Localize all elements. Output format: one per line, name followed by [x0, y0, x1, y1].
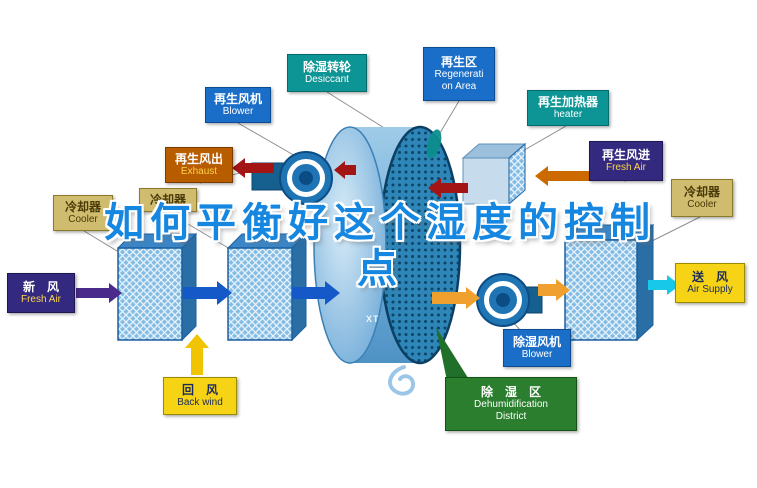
dehumid-district-label-zh: 除 湿 区 [480, 384, 541, 399]
regen-arrow-rotor-to-fan [334, 161, 356, 179]
cooler-right-label: 冷却器 Cooler [671, 179, 733, 217]
dehumid-district-label-en1: Dehumidification [474, 399, 548, 411]
flow-arrows [76, 158, 680, 375]
desiccant-label: 除湿转轮 Desiccant [287, 54, 367, 92]
heat-exchanger-coil-2 [226, 232, 308, 342]
regen-fresh-air-label: 再生风进 Fresh Air [589, 141, 663, 181]
regen-heater-label: 再生加热器 heater [527, 90, 609, 126]
fresh-air-in-arrow [76, 283, 122, 303]
dehumid-blower-label-en: Blower [521, 349, 553, 361]
air-supply-label-zh: 送 风 [691, 269, 728, 284]
supply-cooler-coil [563, 223, 655, 342]
cooler-right-label-en: Cooler [687, 199, 717, 211]
cooler-left2-label: 冷却器 [139, 188, 197, 212]
air-supply-label: 送 风 Air Supply [675, 263, 745, 303]
supply-arrow-1 [183, 281, 232, 305]
regen-heater-label-en: heater [553, 109, 583, 121]
cooler-left2-label-zh: 冷却器 [149, 192, 186, 207]
dehumid-district-label: 除 湿 区 Dehumidification District [445, 377, 577, 431]
supply-fan [476, 273, 543, 327]
rotor-face [378, 125, 462, 365]
regen-heater-coil [461, 142, 527, 206]
rotor-watermark: XT [366, 314, 380, 324]
desiccant-rotor [313, 125, 462, 396]
dehumid-blower-label: 除湿风机 Blower [503, 329, 571, 367]
back-wind-label-zh: 回 风 [181, 382, 218, 397]
regen-arrow-inlet [535, 166, 598, 186]
regeneration-sector-marker [426, 129, 442, 159]
regen-arrow-heater-to-rotor [428, 178, 468, 198]
dehumid-district-pointer [436, 327, 470, 381]
rotor-bottom-clip [388, 365, 416, 396]
air-supply-label-en: Air Supply [687, 284, 733, 296]
regen-heater-label-zh: 再生加热器 [537, 94, 598, 109]
exhaust-label-en: Exhaust [180, 166, 218, 178]
regeneration-area-label-en2: on Area [441, 81, 477, 93]
exhaust-label-zh: 再生风出 [174, 151, 223, 166]
cooler-right-label-zh: 冷却器 [683, 184, 720, 199]
process-arrow-rotor-to-fan [432, 287, 480, 309]
regeneration-area-label-zh: 再生区 [440, 54, 477, 69]
cooler-left-label-en: Cooler [68, 214, 98, 226]
cooler-left-label-zh: 冷却器 [64, 199, 101, 214]
fresh-air-label-en: Fresh Air [20, 294, 61, 306]
rotor-back [313, 126, 387, 364]
process-arrow-fan-to-cooler [538, 279, 570, 301]
regeneration-area-label-en1: Regenerati [434, 69, 484, 81]
desiccant-label-zh: 除湿转轮 [302, 59, 351, 74]
dehumid-district-label-en2: District [495, 411, 527, 423]
supply-arrow-2 [292, 281, 340, 305]
desiccant-label-en: Desiccant [305, 74, 349, 86]
fresh-air-label: 新 风 Fresh Air [7, 273, 75, 313]
regen-fan [251, 151, 333, 205]
regen-blower-label-en: Blower [222, 106, 254, 118]
fresh-air-label-zh: 新 风 [22, 279, 59, 294]
regen-fresh-air-label-en: Fresh Air [605, 162, 646, 174]
regen-arrow-exhaust [232, 158, 274, 178]
regen-fresh-air-label-zh: 再生风进 [601, 147, 650, 162]
exhaust-label: 再生风出 Exhaust [165, 147, 233, 183]
regeneration-area-label: 再生区 Regenerati on Area [423, 47, 495, 101]
back-wind-label: 回 风 Back wind [163, 377, 237, 415]
back-wind-label-en: Back wind [177, 397, 223, 409]
return-air-arrow [185, 334, 209, 375]
cooler-left-label: 冷却器 Cooler [53, 195, 113, 231]
air-supply-out-arrow [648, 275, 680, 295]
regen-blower-label: 再生风机 Blower [205, 87, 271, 123]
dehumid-blower-label-zh: 除湿风机 [512, 334, 561, 349]
regen-blower-label-zh: 再生风机 [213, 91, 262, 106]
